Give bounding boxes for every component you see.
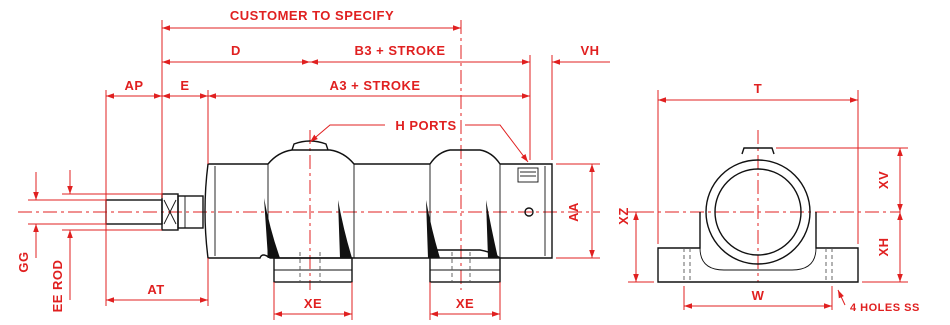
label-xv: XV bbox=[876, 171, 891, 189]
h-ports-leader-left bbox=[309, 124, 385, 143]
label-at: AT bbox=[147, 282, 164, 297]
label-vh: VH bbox=[580, 43, 599, 58]
label-h-ports: H PORTS bbox=[395, 118, 456, 133]
label-customer-to-specify: CUSTOMER TO SPECIFY bbox=[230, 8, 394, 23]
label-xe-left: XE bbox=[304, 296, 322, 311]
label-xz: XZ bbox=[616, 207, 631, 225]
h-ports-leader-right bbox=[465, 124, 529, 163]
label-e: E bbox=[180, 78, 189, 93]
label-aa: AA bbox=[566, 202, 581, 222]
end-body bbox=[657, 147, 859, 283]
cylinder-body bbox=[204, 140, 553, 283]
label-t: T bbox=[754, 81, 762, 96]
label-a3-stroke: A3 + STROKE bbox=[329, 78, 420, 93]
end-extension-lines bbox=[628, 90, 908, 310]
label-ap: AP bbox=[124, 78, 143, 93]
side-extension-lines bbox=[28, 20, 600, 320]
label-gg: GG bbox=[16, 251, 31, 272]
side-view: CUSTOMER TO SPECIFY D B3 + STROKE VH AP … bbox=[16, 8, 610, 320]
label-d: D bbox=[231, 43, 241, 58]
label-b3-stroke: B3 + STROKE bbox=[354, 43, 445, 58]
label-xe-right: XE bbox=[456, 296, 474, 311]
end-view: T XV XH XZ W 4 HOLES SS bbox=[616, 81, 920, 314]
label-ee-rod: EE ROD bbox=[50, 260, 65, 313]
label-holes: 4 HOLES SS bbox=[850, 302, 920, 314]
holes-leader bbox=[837, 289, 846, 306]
label-xh: XH bbox=[876, 237, 891, 256]
label-w: W bbox=[752, 288, 765, 303]
